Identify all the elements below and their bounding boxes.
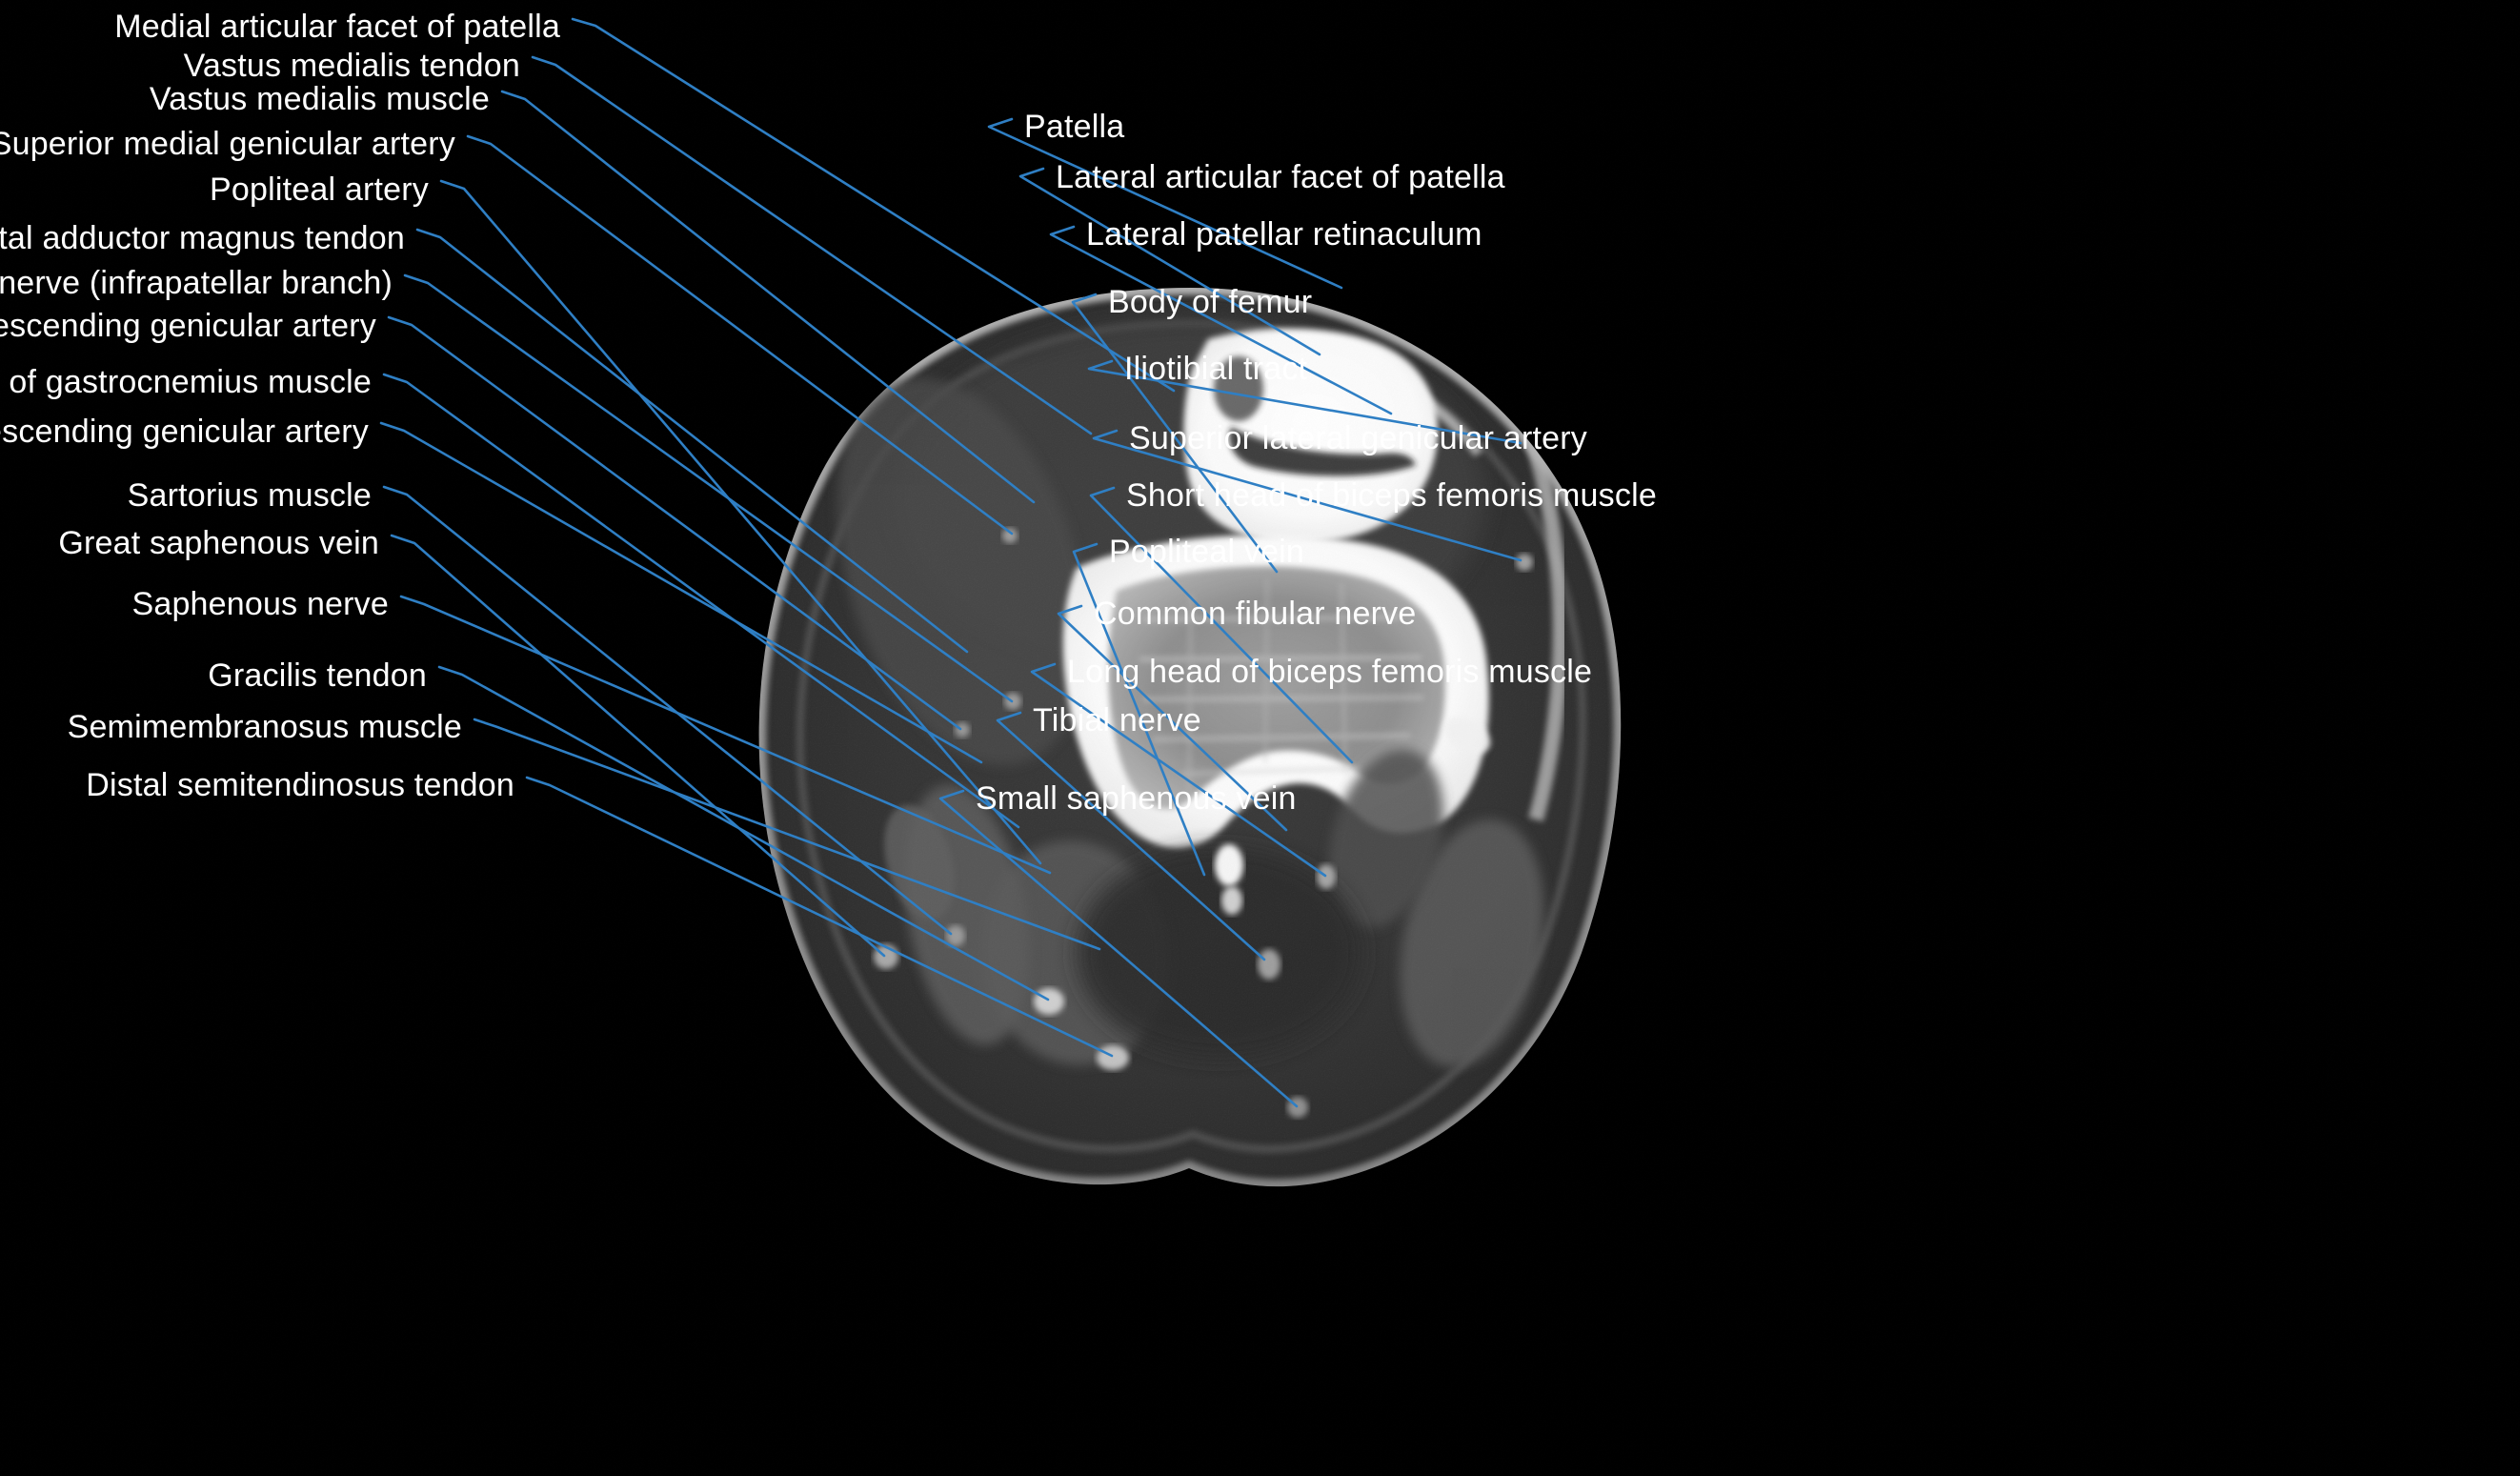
label-popliteal-vein: Popliteal vein (1109, 534, 1305, 570)
label-long-head-of-biceps-femoris-muscle: Long head of biceps femoris muscle (1067, 654, 1593, 690)
label-saphenous-nerve-infrapatellar-branch: Saphenous nerve (infrapatellar branch) (0, 265, 393, 301)
label-medial-articular-facet-of-patella: Medial articular facet of patella (114, 9, 560, 45)
label-superior-medial-genicular-artery: Superior medial genicular artery (0, 126, 455, 162)
label-distal-adductor-magnus-tendon: Distal adductor magnus tendon (0, 220, 405, 256)
label-small-saphenous-vein: Small saphenous vein (976, 780, 1297, 817)
label-lateral-patellar-retinaculum: Lateral patellar retinaculum (1086, 216, 1482, 253)
label-common-fibular-nerve: Common fibular nerve (1094, 596, 1417, 632)
label-short-head-of-biceps-femoris-muscle: Short head of biceps femoris muscle (1126, 477, 1657, 514)
label-medial-head-of-gastrocnemius-muscle: Medial head of gastrocnemius muscle (0, 364, 372, 400)
label-vastus-medialis-tendon: Vastus medialis tendon (183, 48, 520, 84)
label-descending-genicular-artery-upper: Descending genicular artery (0, 308, 376, 344)
label-semimembranosus-muscle: Semimembranosus muscle (67, 709, 462, 745)
label-gracilis-tendon: Gracilis tendon (208, 657, 427, 694)
label-sartorius-muscle: Sartorius muscle (127, 477, 372, 514)
label-iliotibial-tract: Iliotibial tract (1124, 351, 1308, 387)
label-lateral-articular-facet-of-patella: Lateral articular facet of patella (1056, 159, 1505, 195)
label-popliteal-artery: Popliteal artery (210, 172, 429, 208)
label-body-of-femur: Body of femur (1108, 284, 1313, 320)
label-tibial-nerve: Tibial nerve (1033, 702, 1201, 738)
label-vastus-medialis-muscle: Vastus medialis muscle (149, 81, 490, 117)
label-distal-semitendinosus-tendon: Distal semitendinosus tendon (86, 767, 514, 803)
label-saphenous-nerve: Saphenous nerve (131, 586, 389, 622)
label-descending-genicular-artery-lower: Descending genicular artery (0, 414, 369, 450)
label-patella: Patella (1024, 109, 1125, 145)
label-great-saphenous-vein: Great saphenous vein (58, 525, 379, 561)
label-superior-lateral-genicular-artery: Superior lateral genicular artery (1129, 420, 1587, 456)
